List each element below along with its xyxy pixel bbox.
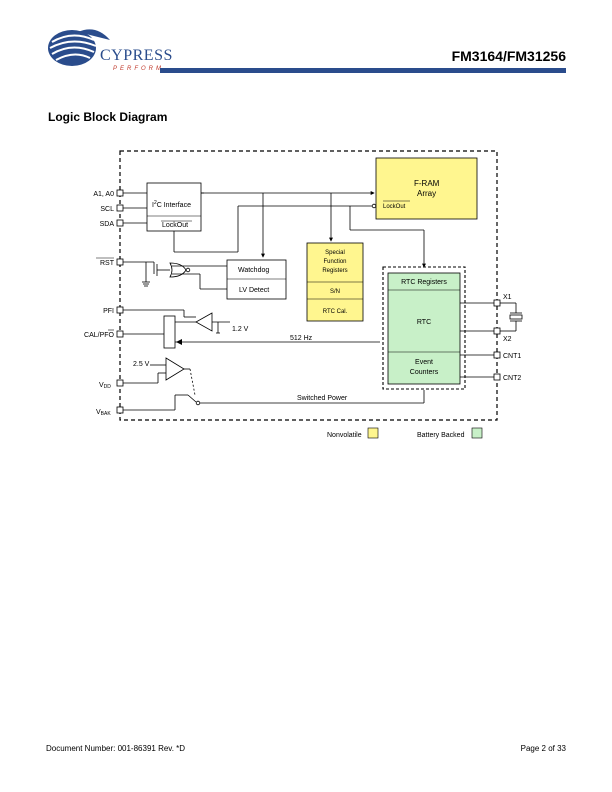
legend-nonvolatile-label: Nonvolatile	[327, 432, 362, 439]
cal-pfo-mux	[163, 315, 176, 349]
fram-label-1: F-RAM	[414, 179, 440, 188]
rtc-cal-label: RTC Cal.	[323, 309, 348, 315]
i2c-lockout-label: LockOut	[162, 222, 188, 229]
svg-text:VBAK: VBAK	[96, 409, 111, 417]
special-label-3: Registers	[322, 268, 347, 274]
pin-cal-pfo	[116, 330, 124, 338]
label-vdd: V	[99, 382, 104, 389]
fram-array-block	[375, 157, 478, 220]
part-number: FM3164/FM31256	[451, 48, 566, 64]
legend-nonvolatile-swatch	[367, 427, 379, 439]
label-x1: X1	[503, 294, 512, 301]
footer-page-number: Page 2 of 33	[520, 744, 566, 753]
header-rule	[160, 68, 566, 73]
chip-boundary	[119, 150, 498, 421]
pin-scl	[116, 204, 124, 212]
fram-label-2: Array	[417, 189, 436, 198]
i2c-sup: 2	[154, 200, 157, 206]
label-vbak-sub: BAK	[101, 411, 112, 417]
legend-battery-label: Battery Backed	[417, 432, 465, 439]
label-vbak: V	[96, 409, 101, 416]
i2c-interface-label: C Interface	[157, 202, 191, 209]
pin-x1	[493, 299, 501, 307]
svg-text:I2C Interface: I2C Interface	[152, 200, 191, 209]
voltage-1-2-label: 1.2 V	[232, 326, 249, 333]
label-vdd-sub: DD	[104, 384, 112, 390]
label-cnt1: CNT1	[503, 353, 521, 360]
fram-lockout-label: LockOut	[383, 204, 406, 210]
pin-pfi	[116, 306, 124, 314]
label-rst: RST	[100, 260, 115, 267]
watchdog-lv-block	[226, 259, 287, 300]
sn-label: S/N	[330, 289, 340, 295]
pin-x2	[493, 327, 501, 335]
special-label-1: Special	[325, 250, 345, 256]
switched-power-label: Switched Power	[297, 395, 348, 402]
pin-vbak	[116, 406, 124, 414]
pin-cnt1	[493, 351, 501, 359]
pin-rst	[116, 258, 124, 266]
section-title: Logic Block Diagram	[48, 110, 168, 124]
rtc-block	[387, 272, 461, 385]
pin-cnt2	[493, 373, 501, 381]
label-sda: SDA	[100, 221, 115, 228]
voltage-2-5-label: 2.5 V	[133, 361, 150, 368]
label-pfi: PFI	[103, 308, 114, 315]
label-cal-pfo: CAL/PFO	[84, 332, 115, 339]
footer-document-number: Document Number: 001-86391 Rev. *D	[46, 744, 186, 753]
event-label-2: Counters	[410, 369, 439, 376]
battery-backed-region	[382, 266, 466, 390]
pin-sda	[116, 219, 124, 227]
i2c-interface-pre: I	[152, 202, 154, 209]
brand-name: CYPRESS	[100, 47, 173, 64]
lv-detect-label: LV Detect	[239, 287, 269, 294]
event-label-1: Event	[415, 359, 433, 366]
hz-512-label: 512 Hz	[290, 335, 313, 342]
watchdog-label: Watchdog	[238, 267, 269, 274]
label-a1-a0: A1, A0	[93, 191, 114, 198]
pin-a1-a0	[116, 189, 124, 197]
rtc-label: RTC	[417, 319, 431, 326]
label-scl: SCL	[100, 206, 114, 213]
rtc-registers-label: RTC Registers	[401, 279, 447, 286]
special-label-2: Function	[323, 259, 346, 265]
brand-tagline: PERFORM	[113, 66, 164, 72]
cypress-logo-icon	[48, 29, 110, 66]
label-cnt2: CNT2	[503, 375, 521, 382]
legend-battery-swatch	[471, 427, 483, 439]
svg-text:VDD: VDD	[99, 382, 111, 390]
pin-vdd	[116, 379, 124, 387]
label-x2: X2	[503, 336, 512, 343]
